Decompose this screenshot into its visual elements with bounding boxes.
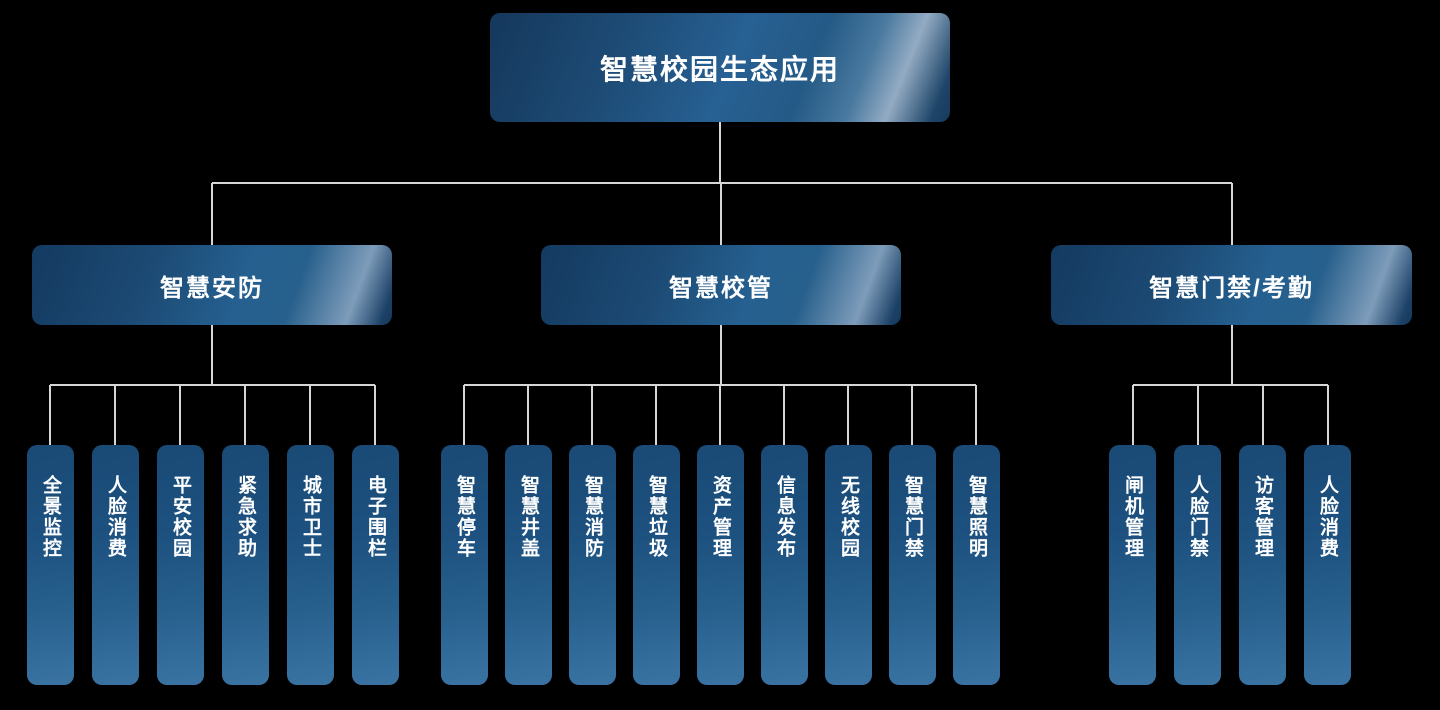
leaf-node: 智慧门禁 <box>889 445 936 685</box>
connector-line <box>49 385 51 445</box>
leaf-node: 人脸消费 <box>92 445 139 685</box>
leaf-node: 访客管理 <box>1239 445 1286 685</box>
root-node-smart-campus: 智慧校园生态应用 <box>490 13 950 122</box>
leaf-node-label: 平安校园 <box>170 475 191 559</box>
leaf-node: 资产管理 <box>697 445 744 685</box>
leaf-node-label: 信息发布 <box>774 475 795 559</box>
connector-line <box>1196 385 1199 445</box>
connector-line <box>179 385 181 445</box>
leaf-node: 全景监控 <box>27 445 74 685</box>
connector-line <box>975 385 977 445</box>
leaf-node-label: 无线校园 <box>838 475 859 559</box>
connector-line <box>1326 385 1329 445</box>
connector-line <box>1230 325 1233 385</box>
leaf-node-label: 人脸消费 <box>1317 475 1338 559</box>
connector-line <box>1261 385 1264 445</box>
leaf-node: 电子围栏 <box>352 445 399 685</box>
leaf-node-label: 电子围栏 <box>365 475 386 559</box>
leaf-node-label: 人脸门禁 <box>1187 475 1208 559</box>
leaf-node: 智慧垃圾 <box>633 445 680 685</box>
connector-line <box>847 385 849 445</box>
connector-line <box>655 385 657 445</box>
leaf-node-label: 智慧井盖 <box>518 475 539 559</box>
connector-line <box>244 385 246 445</box>
leaf-node-label: 访客管理 <box>1252 475 1273 559</box>
connector-line <box>309 385 311 445</box>
connector-line <box>720 325 722 385</box>
connector-line <box>527 385 529 445</box>
connector-line <box>783 385 785 445</box>
leaf-node-label: 智慧垃圾 <box>646 475 667 559</box>
leaf-node: 紧急求助 <box>222 445 269 685</box>
connector-line <box>719 385 721 445</box>
connector-line <box>211 183 213 245</box>
leaf-node: 信息发布 <box>761 445 808 685</box>
connector-line <box>911 385 913 445</box>
leaf-node-label: 人脸消费 <box>105 475 126 559</box>
connector-line <box>1131 385 1134 445</box>
leaf-node: 城市卫士 <box>287 445 334 685</box>
leaf-node: 无线校园 <box>825 445 872 685</box>
connector-line <box>114 385 116 445</box>
connector-line <box>720 183 722 245</box>
branch-node-smart-school-management: 智慧校管 <box>541 245 901 325</box>
leaf-node: 闸机管理 <box>1109 445 1156 685</box>
leaf-node: 智慧照明 <box>953 445 1000 685</box>
connector-line <box>50 384 375 386</box>
leaf-node-label: 资产管理 <box>710 475 731 559</box>
leaf-node-label: 智慧照明 <box>966 475 987 559</box>
leaf-node: 人脸消费 <box>1304 445 1351 685</box>
connector-line <box>1230 183 1233 245</box>
leaf-node: 平安校园 <box>157 445 204 685</box>
connector-line <box>719 122 721 183</box>
leaf-node-label: 紧急求助 <box>235 475 256 559</box>
connector-line <box>591 385 593 445</box>
branch-node-smart-security: 智慧安防 <box>32 245 392 325</box>
leaf-node-label: 全景监控 <box>40 475 61 559</box>
connector-line <box>463 385 465 445</box>
leaf-node: 智慧井盖 <box>505 445 552 685</box>
leaf-node: 智慧停车 <box>441 445 488 685</box>
leaf-node-label: 智慧消防 <box>582 475 603 559</box>
leaf-node-label: 智慧门禁 <box>902 475 923 559</box>
leaf-node-label: 智慧停车 <box>454 475 475 559</box>
leaf-node-label: 闸机管理 <box>1122 475 1143 559</box>
connector-line <box>211 325 213 385</box>
branch-node-access-control-attendance: 智慧门禁/考勤 <box>1051 245 1412 325</box>
connector-line <box>374 385 376 445</box>
leaf-node-label: 城市卫士 <box>300 475 321 559</box>
connector-line <box>1132 384 1328 386</box>
leaf-node: 人脸门禁 <box>1174 445 1221 685</box>
leaf-node: 智慧消防 <box>569 445 616 685</box>
